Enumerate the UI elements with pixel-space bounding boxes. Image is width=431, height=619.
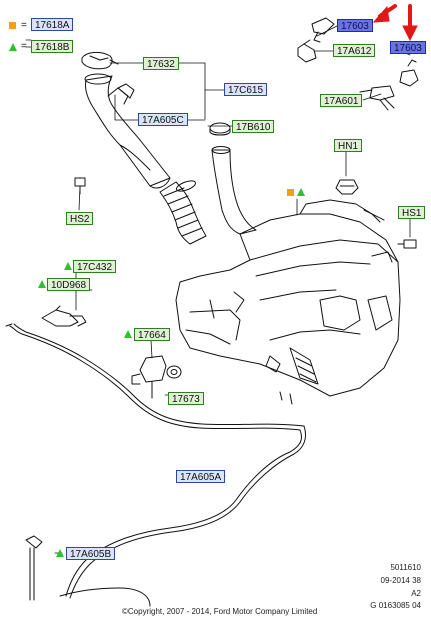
square-marker-icon <box>287 189 294 196</box>
callout-17A605A[interactable]: 17A605A <box>176 470 226 483</box>
callout-17603-right[interactable]: 17603 <box>390 41 426 54</box>
callout-17C432[interactable]: 17C432 <box>73 260 117 273</box>
equals-sign: = <box>21 20 27 31</box>
callout-HN1[interactable]: HN1 <box>334 139 363 152</box>
callout-17673[interactable]: 17673 <box>168 392 204 405</box>
callout-HS2[interactable]: HS2 <box>66 212 94 225</box>
callout-17A605B[interactable]: 17A605B <box>66 547 116 560</box>
triangle-marker-icon <box>9 43 17 51</box>
reference-revision: A2 <box>411 589 421 598</box>
callout-17664[interactable]: 17664 <box>134 328 170 341</box>
equals-sign: = <box>21 41 27 52</box>
reference-code: G 0163085 04 <box>370 601 421 610</box>
triangle-marker-icon <box>56 549 64 557</box>
reference-number: 5011610 <box>390 563 421 572</box>
copyright-notice: ©Copyright, 2007 - 2014, Ford Motor Comp… <box>122 607 318 616</box>
callout-HS1[interactable]: HS1 <box>398 206 426 219</box>
callout-17C615[interactable]: 17C615 <box>224 83 268 96</box>
triangle-marker-icon <box>38 280 46 288</box>
reference-date: 09-2014 38 <box>380 576 421 585</box>
callout-17A601[interactable]: 17A601 <box>320 94 363 107</box>
callout-17A612[interactable]: 17A612 <box>333 44 376 57</box>
callout-17632[interactable]: 17632 <box>143 57 179 70</box>
triangle-marker-icon <box>64 262 72 270</box>
callout-17B610[interactable]: 17B610 <box>232 120 275 133</box>
square-marker-icon <box>9 22 16 29</box>
legend-square-label[interactable]: 17618A <box>31 18 74 31</box>
callout-17A605C[interactable]: 17A605C <box>138 113 188 126</box>
callout-10D968[interactable]: 10D968 <box>47 278 91 291</box>
legend-triangle-label[interactable]: 17618B <box>31 40 74 53</box>
callout-17603-left[interactable]: 17603 <box>337 19 373 32</box>
triangle-marker-icon <box>124 330 132 338</box>
triangle-marker-icon <box>297 188 305 196</box>
